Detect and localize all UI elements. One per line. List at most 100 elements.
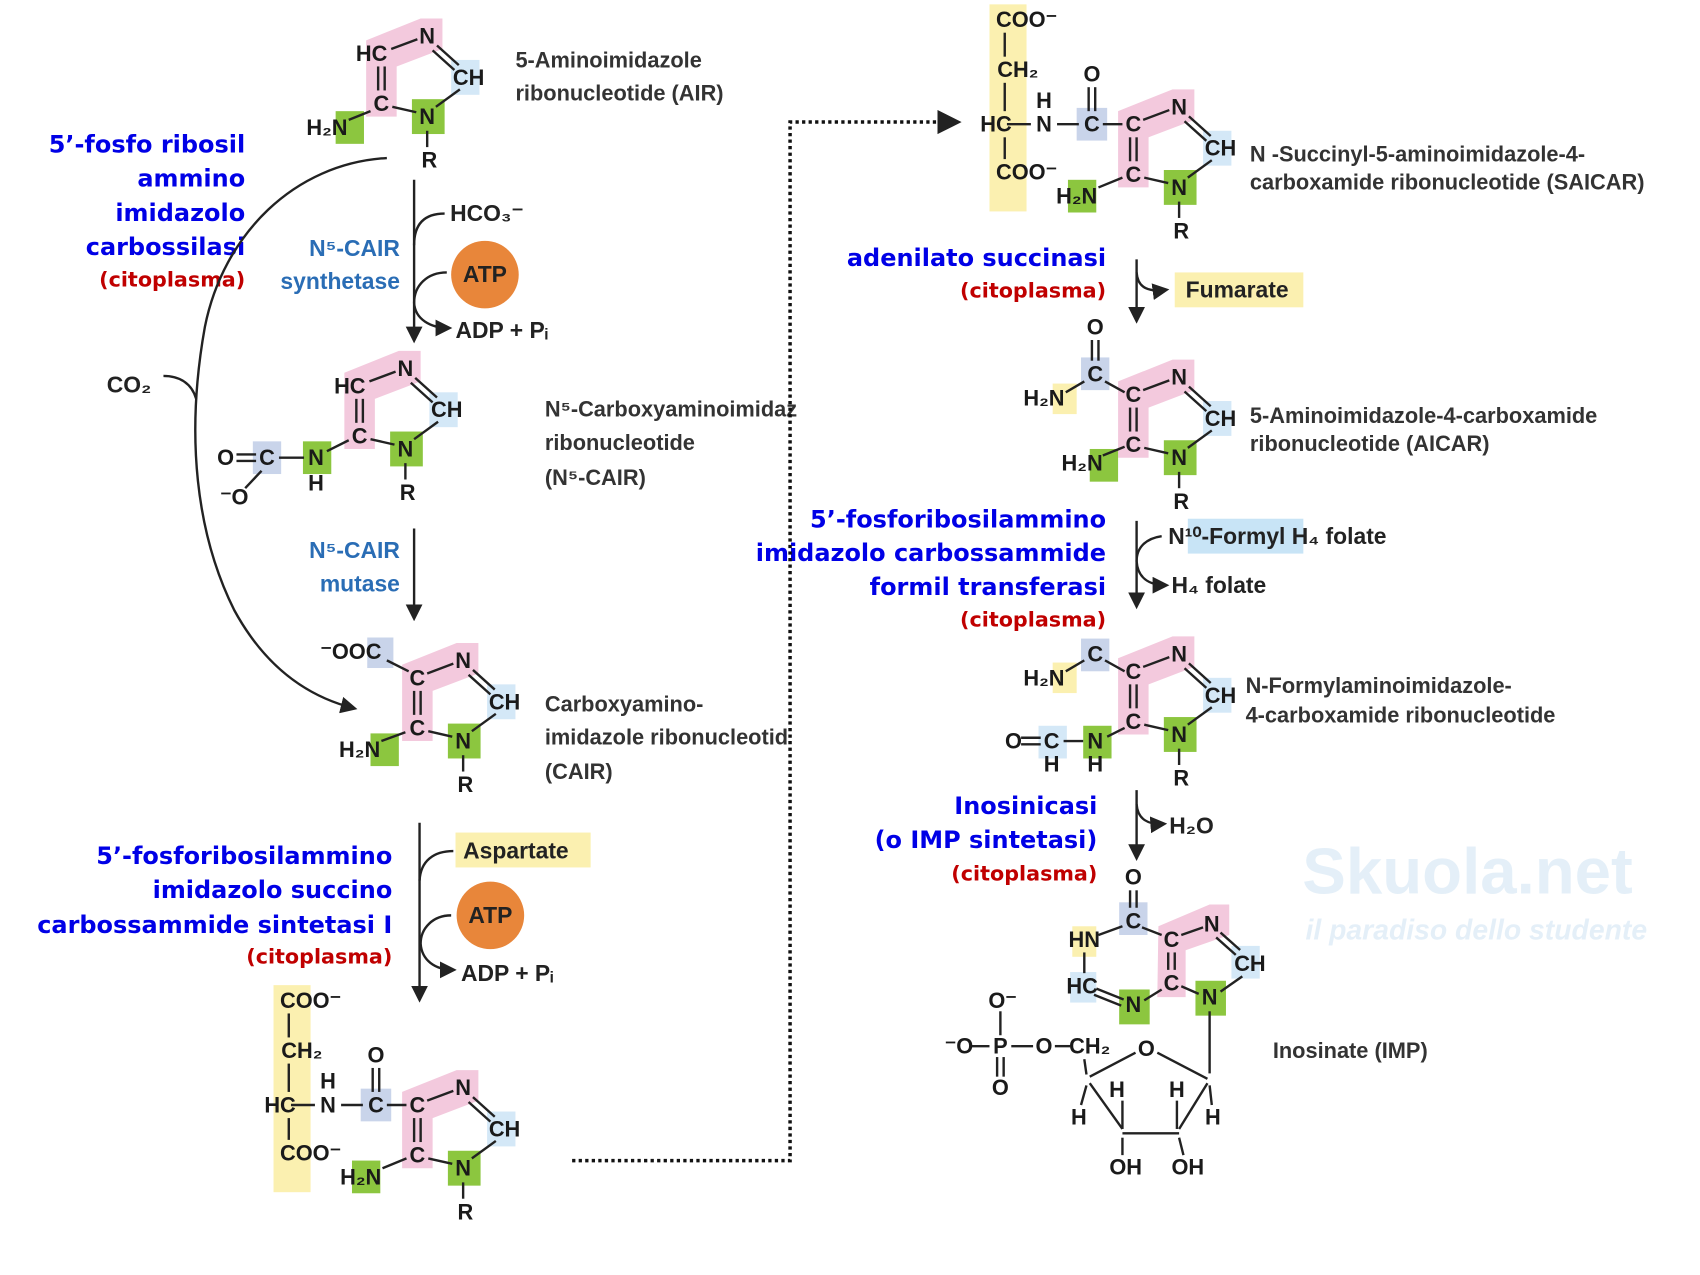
atom-label: N [1171, 722, 1187, 747]
atom-label: C [1044, 729, 1060, 754]
location-label: (citoplasma) [951, 862, 1097, 886]
bond [471, 712, 497, 733]
bond [472, 669, 496, 691]
bond [1065, 380, 1085, 394]
bond [1180, 985, 1200, 995]
atom-label: H [308, 470, 324, 495]
atom-label: C [1125, 112, 1141, 137]
enzyme-label: imidazolo succino [153, 876, 393, 904]
bond [1183, 667, 1208, 689]
bond [1188, 115, 1212, 137]
atom-label: COO⁻ [996, 160, 1057, 185]
bonds [236, 32, 1243, 1199]
atom-label: N [308, 445, 324, 470]
atom-label: CH [489, 1116, 520, 1141]
enzyme-label: Inosinicasi [954, 792, 1097, 820]
enzyme-label: adenilato succinasi [847, 244, 1106, 272]
atom-label: H [1169, 1077, 1185, 1102]
atom-label: C [1087, 361, 1103, 386]
atom-label: H₂N [1023, 385, 1064, 410]
atom-highlight [252, 441, 282, 475]
atom-highlight [429, 392, 458, 428]
output-curve [1135, 804, 1168, 834]
location-label: (citoplasma) [960, 608, 1106, 632]
bond [1104, 380, 1126, 394]
bond [1102, 445, 1126, 457]
bicarbonate-label: HCO₃⁻ [450, 200, 523, 226]
atom-label: ⁻OOC [320, 639, 381, 664]
n5cair-name-line: N⁵-Carboxyaminoimidaz [545, 396, 797, 421]
atom-highlight [1119, 989, 1150, 1025]
cair-name-line: (CAIR) [545, 759, 613, 784]
carboxylase-curve-arrow [194, 156, 387, 714]
atom-label: O [1005, 729, 1022, 754]
bond [1187, 706, 1213, 726]
atom-highlight [1083, 725, 1112, 759]
atom-label: O [1138, 1036, 1155, 1061]
ring-highlight [1118, 636, 1195, 735]
atom-label: OH [1109, 1155, 1142, 1180]
atom-label: H [1087, 751, 1103, 776]
atom-label: HC [980, 112, 1012, 137]
bond [1208, 1085, 1213, 1106]
atom-label: O [1083, 62, 1100, 87]
atom-label: CH₂ [997, 57, 1038, 82]
atom-label: N [1171, 94, 1187, 119]
saicar-name-line: carboxamide ribonucleotide (SAICAR) [1250, 170, 1645, 195]
atom-highlight [360, 1088, 392, 1122]
atom-label: R [1173, 489, 1189, 514]
atom-label: C [410, 1093, 426, 1118]
aspartate-highlight [455, 832, 591, 868]
atom-highlight [1119, 902, 1148, 935]
adp-pi-label: ADP + Pᵢ [456, 317, 548, 343]
atom-label: R [457, 1199, 473, 1224]
bond [1142, 108, 1170, 121]
atom-highlight [273, 985, 311, 1193]
textbook-enzyme-label: mutase [320, 571, 400, 597]
bond [1106, 726, 1126, 738]
atom-label: H₂N [340, 1164, 381, 1189]
atom-highlight [1070, 972, 1097, 1003]
atom-label: N [398, 356, 414, 381]
faicar-name-line: N-Formylaminoimidazole- [1246, 673, 1512, 698]
co2-label: CO₂ [107, 371, 151, 397]
atom-label: HC [1066, 974, 1098, 999]
atom-label: H₂N [1023, 665, 1064, 690]
atom-label: CH [1205, 136, 1236, 161]
bond [1098, 176, 1123, 189]
ring-highlight [344, 350, 421, 449]
output-curve [419, 914, 457, 979]
bond [348, 110, 371, 121]
atom-label: R [421, 148, 437, 173]
bond [1141, 926, 1163, 937]
atom-label: N [455, 1075, 471, 1100]
bond [1178, 1082, 1209, 1130]
atom-highlight [1072, 926, 1097, 957]
bond [392, 105, 417, 114]
saicar-name-line: N -Succinyl-5-aminoimidazole-4- [1250, 141, 1585, 166]
cofactors: HCO₃⁻ ATP ADP + Pᵢ CO₂ Aspartate ATP ADP… [107, 200, 1387, 986]
bond [1143, 988, 1163, 1002]
watermark-tagline: il paradiso dello studente [1306, 914, 1648, 946]
atom-label: ⁻O [945, 1034, 973, 1059]
atom-label: H₂N [339, 737, 380, 762]
bond [326, 439, 350, 453]
enzyme-label: imidazolo carbossammide [756, 539, 1106, 567]
atom-label: CH [453, 65, 484, 90]
watermark-brand: Skuola.net [1302, 835, 1633, 908]
enzyme-labels: 5’-fosfo ribosil ammino imidazolo carbos… [37, 131, 1106, 969]
atom-label: C [410, 715, 426, 740]
bond [1219, 975, 1243, 993]
atom-label: R [1173, 766, 1189, 791]
atom-label: H [1036, 88, 1052, 113]
atom-label: C [1087, 641, 1103, 666]
ring-highlight [1157, 904, 1230, 998]
bond [1177, 1137, 1185, 1156]
atom-label: O⁻ [988, 988, 1016, 1013]
input-curve [412, 212, 445, 246]
bond [382, 1157, 407, 1170]
enzyme-label: (o IMP sintetasi) [875, 826, 1098, 854]
bond [472, 1096, 496, 1118]
bond [426, 1089, 454, 1102]
atom-highlight [989, 4, 1027, 212]
